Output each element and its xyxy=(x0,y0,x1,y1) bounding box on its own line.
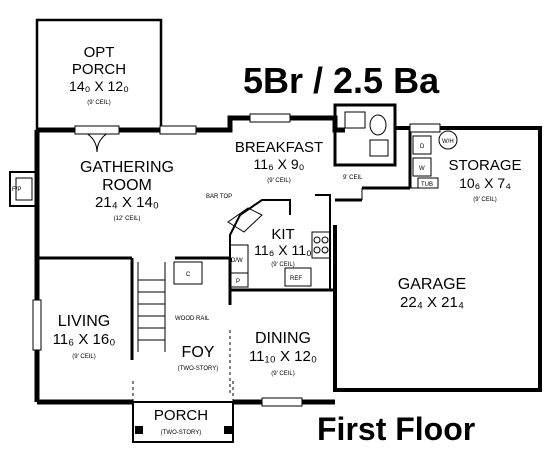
kit-dims: 11₆ X 11₀ xyxy=(254,242,312,258)
living-dims: 11₆ X 16₀ xyxy=(53,331,116,348)
living-ceil: (9' CEIL) xyxy=(72,354,95,360)
kit-ceil: (9' CEIL) xyxy=(271,262,294,268)
dw-label: D/W xyxy=(231,258,243,264)
half-bath-outline xyxy=(333,103,397,167)
storage-ceil: (9' CEIL) xyxy=(473,197,496,203)
pantry-label: P xyxy=(236,279,240,285)
kit-name: KIT xyxy=(271,226,294,243)
opt-porch-dims: 14₀ X 12₀ xyxy=(69,78,129,94)
storage-name: STORAGE xyxy=(448,157,521,174)
headline: 5Br / 2.5 Ba xyxy=(243,60,440,101)
ref-label: REF xyxy=(290,276,302,282)
garage-name: GARAGE xyxy=(398,276,466,293)
dining-ceil: (9' CEIL) xyxy=(271,371,294,377)
closet-label: C xyxy=(186,272,191,278)
dryer-label: D xyxy=(420,144,425,150)
dining-dims: 11₁₀ X 12₀ xyxy=(249,348,317,365)
garage-dims: 22₄ X 21₄ xyxy=(400,294,464,311)
opt-porch-ceil: (9' CEIL) xyxy=(87,100,110,106)
dining-name: DINING xyxy=(255,330,311,347)
bar-top-label: BAR TOP xyxy=(206,194,232,200)
gathering-dims: 21₄ X 14₀ xyxy=(95,194,159,211)
opt-porch-name1: OPT xyxy=(84,44,115,61)
breakfast-ceil: (9' CEIL) xyxy=(267,178,290,184)
fp-label: F/P xyxy=(12,187,21,193)
breakfast-name: BREAKFAST xyxy=(235,139,323,156)
opt-porch-name2: PORCH xyxy=(72,61,126,78)
storage-dims: 10₆ X 7₄ xyxy=(459,175,511,191)
gathering-name1: GATHERING xyxy=(80,159,174,176)
living-name: LIVING xyxy=(58,313,110,330)
washer-label: W xyxy=(419,166,425,172)
breakfast-dims: 11₆ X 9₀ xyxy=(254,156,305,172)
porch-name: PORCH xyxy=(154,407,208,424)
wood-rail-label: WOOD RAIL xyxy=(175,316,210,322)
foy-note: (TWO-STORY) xyxy=(178,366,218,372)
porch-note: (TWO-STORY) xyxy=(161,430,201,436)
storage-wall xyxy=(395,126,542,198)
gathering-ceil: (12' CEIL) xyxy=(114,216,141,222)
nine-ceil-label: 9' CEIL xyxy=(343,175,363,181)
floor-title: First Floor xyxy=(317,411,475,447)
tub-label: TUB xyxy=(421,182,433,188)
foy-name: FOY xyxy=(182,344,215,361)
gathering-name2: ROOM xyxy=(102,177,152,194)
wh-label: W/H xyxy=(442,139,454,145)
